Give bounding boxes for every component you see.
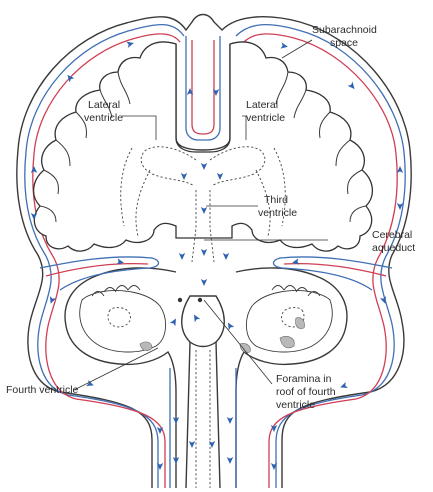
outer-outline <box>16 13 412 488</box>
svg-text:Lateral ventricle: Lateral ventricle <box>84 99 123 124</box>
cerebellum <box>64 267 348 488</box>
svg-text:Subarachnoid space: Subarachnoid space <box>312 24 380 49</box>
cerebrum <box>33 41 373 252</box>
label-lateral-left-1: Lateral <box>88 99 120 111</box>
svg-text:Cerebral aqueduct: Cerebral aqueduct <box>372 229 415 254</box>
subarachnoid-blue-layer <box>24 24 185 488</box>
label-third-2: ventricle <box>258 207 297 219</box>
label-foramina-2: roof of fourth <box>276 386 336 398</box>
label-third-1: Third <box>264 194 288 206</box>
label-leaders <box>73 39 328 391</box>
label-lateral-right-1: Lateral <box>246 99 278 111</box>
label-subarachnoid-2: space <box>330 37 358 49</box>
label-foramina-1: Foramina in <box>276 373 332 385</box>
label-fourth: Fourth ventricle <box>6 384 79 396</box>
label-subarachnoid-1: Subarachnoid <box>312 24 377 36</box>
label-lateral-right-2: ventricle <box>246 112 285 124</box>
foramen-dot-left <box>177 297 183 303</box>
cerebellar-folia <box>79 285 333 353</box>
lateral-ventricle-left <box>140 146 197 187</box>
sulci <box>39 71 367 223</box>
pia-red-layer <box>32 33 181 488</box>
svg-text:Third ventricle: Third ventricle <box>258 194 297 219</box>
svg-text:Lateral ventricle: Lateral ventricle <box>246 99 285 124</box>
label-foramina-3: ventricle <box>276 399 315 411</box>
svg-text:Foramina in roof of fourth: Foramina in roof of fourth ventricle <box>276 373 338 411</box>
lateral-ventricle-right <box>209 146 266 187</box>
label-lateral-left-2: ventricle <box>84 112 123 124</box>
label-aqueduct-1: Cerebral <box>372 229 412 241</box>
fourth-ventricle <box>181 295 225 348</box>
foramen-dot-right <box>197 297 203 303</box>
label-aqueduct-2: aqueduct <box>372 242 415 254</box>
